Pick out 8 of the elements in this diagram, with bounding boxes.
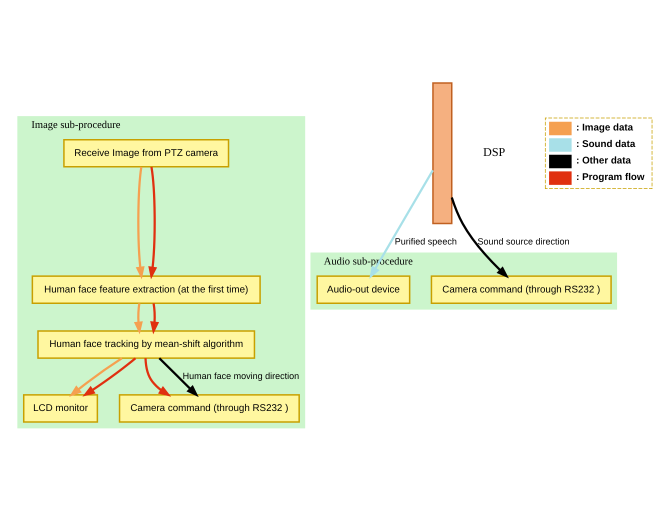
edge-label: Human face moving direction bbox=[182, 370, 300, 381]
edge-label: Sound source direction bbox=[477, 236, 570, 246]
legend-label: : Program flow bbox=[576, 172, 645, 183]
legend-label: : Sound data bbox=[576, 138, 636, 150]
edge-label: Purified speech bbox=[394, 236, 457, 246]
legend-label: : Other data bbox=[576, 155, 631, 166]
label: DSP bbox=[483, 145, 506, 160]
legend-label: : Image data bbox=[576, 122, 634, 134]
